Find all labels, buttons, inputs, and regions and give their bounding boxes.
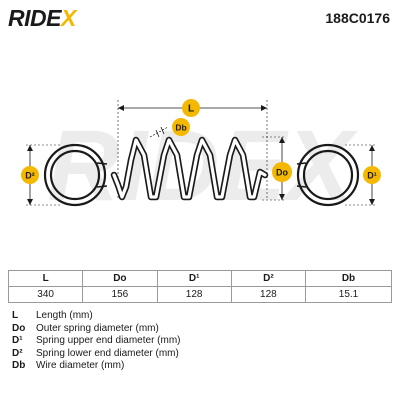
legend-item: Do Outer spring diameter (mm) [12,323,181,336]
length-badge: L [188,104,194,115]
wire-badge: Db [175,123,186,133]
value-wire-diameter: 15.1 [305,286,392,303]
header-outer-diameter: Do [82,270,158,287]
do-badge-bg [272,162,292,182]
legend-symbol: D² [12,347,23,359]
legend-symbol: Do [12,322,26,334]
left-end-ring [43,143,108,207]
d1-badge: D¹ [367,171,377,181]
legend-symbol: D¹ [12,335,23,347]
legend-item: L Length (mm) [12,310,181,323]
legend: L Length (mm) Do Outer spring diameter (… [12,310,181,373]
part-number: 188C0176 [325,10,390,26]
legend-symbol: Db [12,360,26,372]
right-end-ring [296,143,360,207]
spring-drawing: RIDEX D² D¹ L [21,99,381,222]
header-length: L [7,270,84,287]
header-lower-diameter: D² [230,270,307,287]
legend-symbol: L [12,310,19,321]
header-wire-diameter: Db [305,270,392,287]
value-length: 340 [7,286,84,303]
wire-dimension [149,126,169,138]
table-value-row: 340 156 128 128 15.1 [7,286,392,303]
legend-text: Wire diameter (mm) [36,360,125,372]
spring-coils [110,136,269,201]
d2-badge-bg [21,166,39,184]
d1-badge-bg [363,166,381,184]
legend-text: Length (mm) [36,310,93,321]
legend-text: Spring lower end diameter (mm) [36,347,179,359]
value-lower-diameter: 128 [230,286,307,303]
legend-item: D¹ Spring upper end diameter (mm) [12,335,181,348]
watermark: RIDEX [47,110,358,222]
length-badge-bg [182,99,200,117]
legend-text: Spring upper end diameter (mm) [36,335,181,347]
spec-table: L Do D¹ D² Db 340 156 128 128 15.1 [7,270,392,303]
ridex-logo: RIDEX [8,5,76,31]
legend-text: Outer spring diameter (mm) [36,322,159,334]
do-badge: Do [276,168,288,178]
table-header-row: L Do D¹ D² Db [7,270,392,287]
d2-badge: D² [25,171,35,181]
value-outer-diameter: 156 [82,286,158,303]
legend-item: Db Wire diameter (mm) [12,360,181,373]
header-upper-diameter: D¹ [156,270,232,287]
wire-badge-bg [172,118,190,136]
value-upper-diameter: 128 [156,286,232,303]
legend-item: D² Spring lower end diameter (mm) [12,348,181,361]
